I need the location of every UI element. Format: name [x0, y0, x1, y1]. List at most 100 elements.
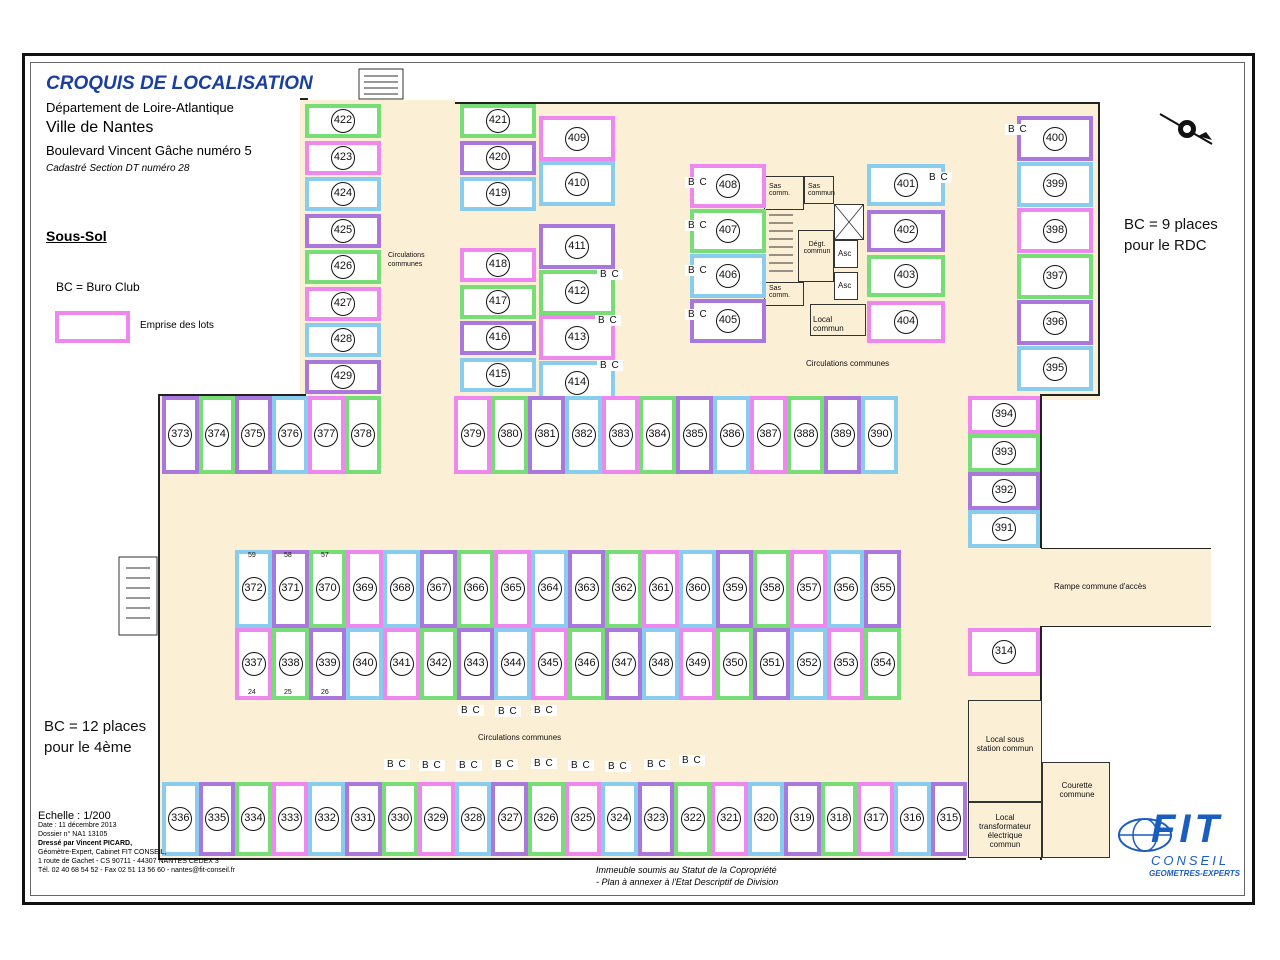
parking-lot-362[interactable]: 362: [605, 550, 642, 628]
parking-lot-358[interactable]: 358: [753, 550, 790, 628]
parking-lot-393[interactable]: 393: [968, 434, 1040, 472]
parking-lot-363[interactable]: 363: [568, 550, 605, 628]
parking-lot-320[interactable]: 320: [747, 782, 785, 856]
parking-lot-421[interactable]: 421: [460, 104, 536, 138]
parking-lot-368[interactable]: 368: [383, 550, 420, 628]
parking-lot-355[interactable]: 355: [864, 550, 901, 628]
parking-lot-335[interactable]: 335: [198, 782, 236, 856]
parking-lot-369[interactable]: 369: [346, 550, 383, 628]
parking-lot-314[interactable]: 314: [968, 628, 1040, 676]
parking-lot-370[interactable]: 370: [309, 550, 346, 628]
parking-lot-319[interactable]: 319: [784, 782, 821, 856]
parking-lot-356[interactable]: 356: [827, 550, 864, 628]
parking-lot-336[interactable]: 336: [162, 782, 199, 856]
parking-lot-344[interactable]: 344: [494, 628, 531, 700]
parking-lot-347[interactable]: 347: [605, 628, 642, 700]
parking-lot-383[interactable]: 383: [602, 396, 639, 474]
parking-lot-353[interactable]: 353: [827, 628, 864, 700]
parking-lot-407[interactable]: 407: [690, 209, 766, 253]
parking-lot-375[interactable]: 375: [235, 396, 272, 474]
parking-lot-425[interactable]: 425: [305, 213, 381, 248]
parking-lot-341[interactable]: 341: [383, 628, 420, 700]
parking-lot-367[interactable]: 367: [420, 550, 457, 628]
parking-lot-323[interactable]: 323: [637, 782, 675, 856]
parking-lot-329[interactable]: 329: [418, 782, 455, 856]
parking-lot-380[interactable]: 380: [491, 396, 528, 474]
parking-lot-366[interactable]: 366: [457, 550, 494, 628]
parking-lot-405[interactable]: 405: [690, 299, 766, 343]
parking-lot-374[interactable]: 374: [198, 396, 235, 474]
parking-lot-401[interactable]: 401: [867, 164, 945, 206]
parking-lot-316[interactable]: 316: [894, 782, 931, 856]
parking-lot-318[interactable]: 318: [820, 782, 858, 856]
parking-lot-409[interactable]: 409: [539, 116, 615, 161]
parking-lot-350[interactable]: 350: [716, 628, 753, 700]
parking-lot-400[interactable]: 400: [1017, 116, 1093, 161]
parking-lot-420[interactable]: 420: [460, 140, 536, 175]
parking-lot-390[interactable]: 390: [861, 396, 898, 474]
parking-lot-325[interactable]: 325: [564, 782, 602, 856]
parking-lot-373[interactable]: 373: [162, 396, 199, 474]
parking-lot-330[interactable]: 330: [381, 782, 419, 856]
parking-lot-361[interactable]: 361: [642, 550, 679, 628]
parking-lot-331[interactable]: 331: [345, 782, 382, 856]
parking-lot-333[interactable]: 333: [271, 782, 309, 856]
parking-lot-326[interactable]: 326: [528, 782, 565, 856]
parking-lot-417[interactable]: 417: [460, 284, 536, 319]
parking-lot-332[interactable]: 332: [308, 782, 345, 856]
parking-lot-338[interactable]: 338: [272, 628, 309, 700]
parking-lot-404[interactable]: 404: [867, 300, 945, 343]
parking-lot-365[interactable]: 365: [494, 550, 531, 628]
parking-lot-387[interactable]: 387: [750, 396, 787, 474]
parking-lot-359[interactable]: 359: [716, 550, 753, 628]
parking-lot-378[interactable]: 378: [344, 396, 381, 474]
parking-lot-377[interactable]: 377: [308, 396, 345, 474]
parking-lot-395[interactable]: 395: [1017, 346, 1093, 391]
parking-lot-423[interactable]: 423: [305, 140, 381, 175]
parking-lot-345[interactable]: 345: [531, 628, 568, 700]
parking-lot-343[interactable]: 343: [457, 628, 494, 700]
parking-lot-382[interactable]: 382: [565, 396, 602, 474]
parking-lot-315[interactable]: 315: [930, 782, 968, 856]
parking-lot-381[interactable]: 381: [528, 396, 565, 474]
parking-lot-334[interactable]: 334: [235, 782, 272, 856]
parking-lot-388[interactable]: 388: [787, 396, 824, 474]
parking-lot-391[interactable]: 391: [968, 510, 1040, 548]
parking-lot-418[interactable]: 418: [460, 248, 536, 282]
parking-lot-364[interactable]: 364: [531, 550, 568, 628]
parking-lot-415[interactable]: 415: [460, 357, 536, 392]
parking-lot-402[interactable]: 402: [867, 209, 945, 252]
parking-lot-376[interactable]: 376: [271, 396, 308, 474]
parking-lot-357[interactable]: 357: [790, 550, 827, 628]
parking-lot-327[interactable]: 327: [491, 782, 528, 856]
parking-lot-422[interactable]: 422: [305, 104, 381, 138]
parking-lot-346[interactable]: 346: [568, 628, 605, 700]
parking-lot-339[interactable]: 339: [309, 628, 346, 700]
parking-lot-398[interactable]: 398: [1017, 208, 1093, 253]
parking-lot-397[interactable]: 397: [1017, 254, 1093, 299]
parking-lot-408[interactable]: 408: [690, 164, 766, 208]
parking-lot-352[interactable]: 352: [790, 628, 827, 700]
parking-lot-321[interactable]: 321: [711, 782, 748, 856]
parking-lot-406[interactable]: 406: [690, 254, 766, 298]
parking-lot-419[interactable]: 419: [460, 177, 536, 211]
parking-lot-372[interactable]: 372: [235, 550, 272, 628]
parking-lot-389[interactable]: 389: [824, 396, 861, 474]
parking-lot-342[interactable]: 342: [420, 628, 457, 700]
parking-lot-426[interactable]: 426: [305, 250, 381, 284]
parking-lot-413[interactable]: 413: [539, 315, 615, 360]
parking-lot-411[interactable]: 411: [539, 224, 615, 269]
parking-lot-416[interactable]: 416: [460, 321, 536, 355]
parking-lot-328[interactable]: 328: [454, 782, 492, 856]
parking-lot-349[interactable]: 349: [679, 628, 716, 700]
parking-lot-427[interactable]: 427: [305, 286, 381, 321]
parking-lot-429[interactable]: 429: [305, 359, 381, 394]
parking-lot-322[interactable]: 322: [674, 782, 711, 856]
parking-lot-324[interactable]: 324: [601, 782, 638, 856]
parking-lot-394[interactable]: 394: [968, 396, 1040, 434]
parking-lot-351[interactable]: 351: [753, 628, 790, 700]
parking-lot-384[interactable]: 384: [639, 396, 676, 474]
parking-lot-399[interactable]: 399: [1017, 162, 1093, 207]
parking-lot-392[interactable]: 392: [968, 472, 1040, 510]
parking-lot-396[interactable]: 396: [1017, 300, 1093, 345]
